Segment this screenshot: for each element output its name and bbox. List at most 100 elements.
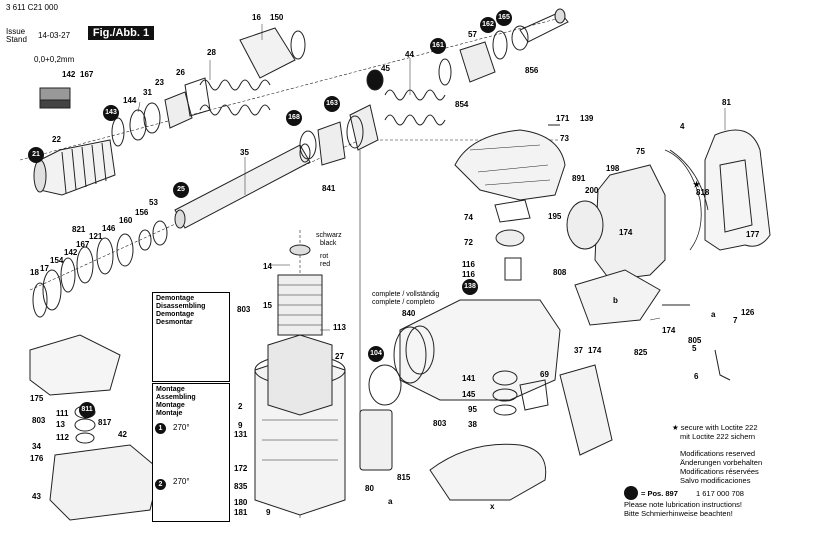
lubrication-note-1: Please note lubrication instructions! (624, 500, 742, 509)
lubrication-marker-icon (624, 486, 638, 500)
montage-line-3: Montage (156, 402, 185, 409)
montage-angle-2: 270° (173, 477, 190, 486)
part-104: 104 (368, 346, 384, 362)
part-15: 15 (263, 301, 272, 310)
demontage-text: Demontage Disassembling Demontage Desmon… (153, 293, 229, 329)
part-131: 131 (234, 430, 248, 439)
part-174c: 174 (662, 326, 676, 335)
part-825: 825 (634, 348, 648, 357)
part-891: 891 (572, 174, 586, 183)
part-162: 162 (480, 17, 496, 33)
part-42: 42 (118, 430, 127, 439)
ring-154 (60, 257, 76, 293)
label-rot: rot (320, 253, 329, 260)
part-57: 57 (468, 30, 477, 39)
stand-label: Stand (6, 35, 27, 44)
demontage-line-4: Desmontar (156, 319, 193, 326)
part-23 (164, 91, 193, 129)
part-116b: 116 (462, 270, 475, 279)
part-803c: 803 (32, 416, 46, 425)
part-9a: 9 (238, 421, 243, 430)
ring-168 (299, 130, 317, 160)
label-complete-2: complete / completo (372, 299, 435, 306)
bracket-69 (519, 379, 549, 411)
ring-112 (75, 432, 95, 444)
part-168: 168 (286, 110, 302, 126)
rear-housing-75 (594, 164, 666, 281)
lubrication-note-2: Bitte Schmierhinweise beachten! (624, 509, 733, 518)
part-805: 805 (688, 336, 702, 345)
part-841: 841 (322, 184, 336, 193)
part-43: 43 (32, 492, 41, 501)
part-74: 74 (464, 213, 473, 222)
part-175: 175 (30, 394, 44, 403)
part-113: 113 (333, 323, 346, 332)
chuck-sleeve-22 (33, 139, 116, 196)
label-complete-1: complete / vollständig (372, 291, 440, 298)
part-139: 139 (580, 114, 594, 123)
part-145: 145 (462, 390, 476, 399)
ring-53 (152, 220, 168, 246)
ring-17 (42, 269, 62, 311)
part-818: 818 (696, 188, 710, 197)
part-34: 34 (32, 442, 41, 451)
part-37: 37 (574, 346, 583, 355)
part-80: 80 (365, 484, 374, 493)
part-141: 141 (462, 374, 476, 383)
demontage-box: Demontage Disassembling Demontage Desmon… (152, 292, 230, 382)
part-156: 156 (135, 208, 149, 217)
montage-step-1: 1 (155, 423, 166, 434)
piston-35 (174, 143, 311, 229)
part-171: 171 (556, 114, 570, 123)
part-25: 25 (173, 182, 189, 198)
part-57 (459, 41, 496, 83)
gear-housing-200 (566, 200, 604, 250)
part-23: 23 (155, 78, 164, 87)
part-44: 44 (405, 50, 414, 59)
montage-line-1: Montage (156, 386, 185, 393)
part-854: 854 (455, 100, 469, 109)
part-167a: 167 (80, 70, 94, 79)
part-45: 45 (381, 64, 390, 73)
part-116a: 116 (462, 260, 475, 269)
part-163: 163 (324, 96, 340, 112)
part-195: 195 (548, 212, 562, 221)
modifications-4: Salvo modificaciones (680, 476, 751, 485)
part-126: 126 (741, 308, 755, 317)
part-160: 160 (119, 216, 133, 225)
part-38: 38 (468, 420, 477, 429)
part-840: 840 (402, 309, 416, 318)
o-ring-104 (368, 364, 402, 406)
bearing-116 (504, 257, 522, 281)
part-18: 18 (30, 268, 39, 277)
montage-line-4: Montaje (156, 410, 183, 417)
demontage-line-3: Demontage (156, 311, 195, 318)
housing-cover-73 (454, 129, 566, 201)
marker-x: x (490, 502, 495, 511)
part-17: 17 (40, 264, 49, 273)
gear-cover-43 (49, 444, 161, 521)
montage-line-2: Assembling (156, 394, 196, 401)
part-817: 817 (98, 418, 112, 427)
pos-number: 1 617 000 708 (696, 489, 744, 498)
cage-45 (346, 104, 379, 151)
ring-161 (438, 58, 452, 86)
part-803b: 803 (433, 419, 447, 428)
part-150: 150 (270, 13, 284, 22)
montage-text: Montage Assembling Montage Montaje (153, 384, 229, 420)
spring-44 (384, 89, 446, 126)
spring-28 (199, 79, 271, 116)
part-2: 2 (238, 402, 243, 411)
montage-step-2: 2 (155, 479, 166, 490)
module-80 (359, 409, 393, 471)
ring-13 (74, 418, 96, 432)
part-4: 4 (680, 122, 685, 131)
tool-6 (714, 349, 731, 381)
part-72: 72 (464, 238, 473, 247)
part-75: 75 (636, 147, 645, 156)
star-marker: ★ (693, 180, 701, 189)
part-154: 154 (50, 256, 64, 265)
axis-top (19, 17, 561, 161)
part-111: 111 (56, 409, 69, 418)
part-181: 181 (234, 508, 248, 517)
